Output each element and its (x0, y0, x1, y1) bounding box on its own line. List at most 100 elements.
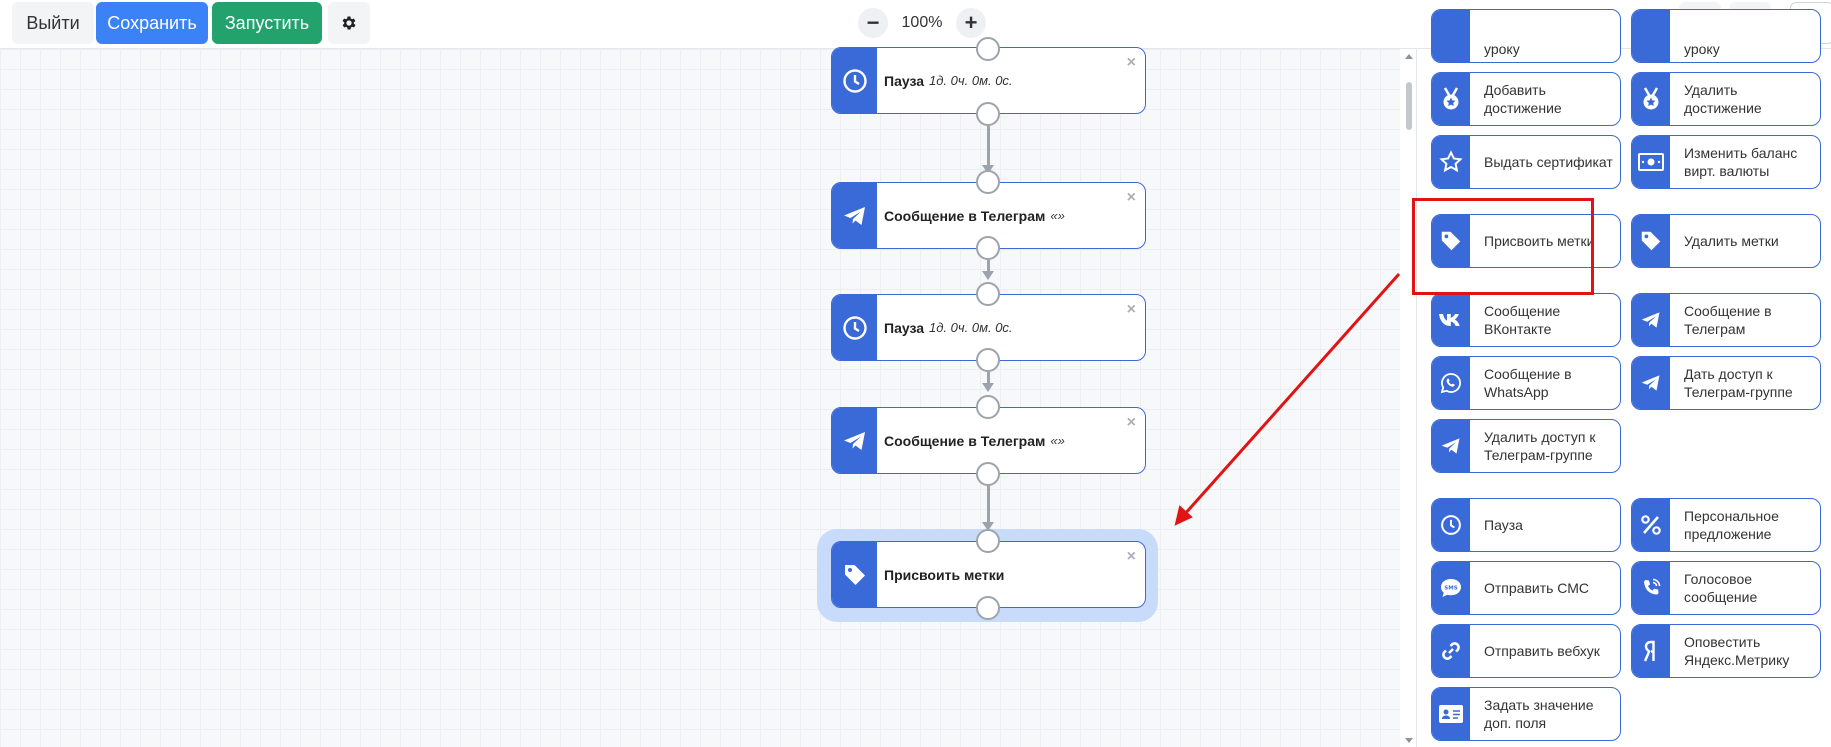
palette-item-icon (1632, 136, 1670, 188)
node-port[interactable] (976, 529, 1000, 553)
palette-item-label: Сообщение в Телеграм (1684, 303, 1772, 337)
palette-item-telegram-message[interactable]: Сообщение в Телеграм (1631, 293, 1821, 347)
node-title: Сообщение в Телеграм (884, 207, 1046, 224)
palette-item-icon (1432, 688, 1470, 740)
palette-item-icon (1632, 10, 1670, 62)
palette-item-add-achievement[interactable]: Добавить достижение (1431, 72, 1621, 126)
node-delete-button[interactable]: × (1126, 54, 1136, 71)
node-icon (832, 295, 877, 360)
palette-item-label: Голосовое сообщение (1684, 571, 1758, 605)
palette-item-icon (1432, 420, 1470, 472)
node-port[interactable] (976, 102, 1000, 126)
edge (987, 484, 990, 526)
clock-icon (842, 315, 867, 340)
palette-item-icon (1432, 10, 1470, 62)
palette-item-grant-telegram-access[interactable]: Дать доступ к Телеграм-группе (1631, 356, 1821, 410)
scroll-down-arrow[interactable] (1405, 738, 1413, 743)
medal-icon (1643, 87, 1659, 110)
canvas-scrollbar-thumb[interactable] (1406, 82, 1412, 130)
node-title: Пауза (884, 319, 925, 336)
palette-item-assign-tags[interactable]: Присвоить метки (1431, 214, 1621, 268)
palette-item-icon (1432, 499, 1470, 551)
zoom-out-button[interactable]: − (858, 8, 888, 38)
zoom-level: 100% (901, 14, 943, 31)
node-subtitle: 1д. 0ч. 0м. 0с. (929, 73, 1013, 88)
palette-item-icon (1432, 215, 1470, 267)
palette-item[interactable]: уроку (1631, 9, 1821, 63)
palette-item-icon: SMS (1432, 562, 1470, 614)
palette-item-label: Удалить достижение (1684, 82, 1762, 116)
annotation-highlight-box (1412, 198, 1594, 295)
palette-item-label: Присвоить метки (1484, 233, 1595, 249)
palette-item-icon (1432, 136, 1470, 188)
palette-item-remove-achievement[interactable]: Удалить достижение (1631, 72, 1821, 126)
palette-item-label: Персональное предложение (1684, 508, 1779, 542)
zoom-controls: − 100% + (858, 8, 986, 38)
node-port[interactable] (976, 236, 1000, 260)
node-icon (832, 48, 877, 113)
telegram-icon (1641, 312, 1660, 328)
node-port[interactable] (976, 462, 1000, 486)
palette-item-voice-message[interactable]: Голосовое сообщение (1631, 561, 1821, 615)
link-icon (1442, 642, 1460, 660)
palette-item-whatsapp-message[interactable]: Сообщение в WhatsApp (1431, 356, 1621, 410)
palette-item-label: Задать значение доп. поля (1484, 697, 1594, 731)
palette-item-label: Сообщение ВКонтакте (1484, 303, 1561, 337)
palette-item-remove-tags[interactable]: Удалить метки (1631, 214, 1821, 268)
node-port[interactable] (976, 37, 1000, 61)
exit-button[interactable]: Выйти (12, 2, 94, 44)
node-title: Присвоить метки (884, 566, 1005, 583)
node-label: Сообщение в Телеграм«» (884, 408, 1065, 473)
palette-item-label: Пауза (1484, 517, 1523, 533)
palette-item-label: уроку (1484, 41, 1520, 57)
node-port[interactable] (976, 170, 1000, 194)
palette-item-icon (1432, 73, 1470, 125)
edge (987, 372, 990, 387)
node-delete-button[interactable]: × (1126, 301, 1136, 318)
telegram-icon (843, 206, 865, 225)
palette-item-send-sms[interactable]: SMS Отправить СМС (1431, 561, 1621, 615)
edge (987, 260, 990, 275)
palette-item-issue-certificate[interactable]: Выдать сертификат (1431, 135, 1621, 189)
tag-icon (1641, 231, 1661, 251)
node-port[interactable] (976, 596, 1000, 620)
settings-button[interactable] (328, 2, 370, 44)
palette-item-revoke-telegram-access[interactable]: Удалить доступ к Телеграм-группе (1431, 419, 1621, 473)
zoom-in-button[interactable]: + (956, 8, 986, 38)
node-port[interactable] (976, 395, 1000, 419)
palette-item-change-balance[interactable]: Изменить баланс вирт. валюты (1631, 135, 1821, 189)
palette-item-icon (1632, 215, 1670, 267)
scroll-up-arrow[interactable] (1405, 54, 1413, 59)
palette-item-notify-yandex-metrika[interactable]: Оповестить Яндекс.Метрику (1631, 624, 1821, 678)
telegram-icon (1441, 438, 1460, 454)
palette-item-label: Добавить достижение (1484, 82, 1562, 116)
flow-canvas[interactable] (0, 49, 1400, 747)
node-delete-button[interactable]: × (1126, 189, 1136, 206)
palette-item-personal-offer[interactable]: Персональное предложение (1631, 498, 1821, 552)
tag-icon (1441, 231, 1461, 251)
palette-item-icon (1432, 294, 1470, 346)
gear-icon (342, 16, 356, 30)
palette-item-icon (1632, 499, 1670, 551)
svg-text:SMS: SMS (1444, 586, 1457, 592)
palette-item-set-extra-field[interactable]: Задать значение доп. поля (1431, 687, 1621, 741)
edge-arrow (982, 383, 994, 392)
node-delete-button[interactable]: × (1126, 548, 1136, 565)
vk-icon (1439, 314, 1460, 326)
star-icon (1439, 150, 1463, 173)
node-port[interactable] (976, 348, 1000, 372)
save-button[interactable]: Сохранить (96, 2, 208, 44)
palette-item-vk-message[interactable]: Сообщение ВКонтакте (1431, 293, 1621, 347)
palette-item-label: Отправить вебхук (1484, 643, 1600, 659)
palette-item[interactable]: уроку (1431, 9, 1621, 63)
node-delete-button[interactable]: × (1126, 414, 1136, 431)
node-port[interactable] (976, 282, 1000, 306)
run-button[interactable]: Запустить (212, 2, 322, 44)
money-icon (1638, 153, 1664, 171)
palette-item-send-webhook[interactable]: Отправить вебхук (1431, 624, 1621, 678)
node-title: Сообщение в Телеграм (884, 432, 1046, 449)
palette-item-pause[interactable]: Пауза (1431, 498, 1621, 552)
percent-icon (1641, 515, 1661, 535)
